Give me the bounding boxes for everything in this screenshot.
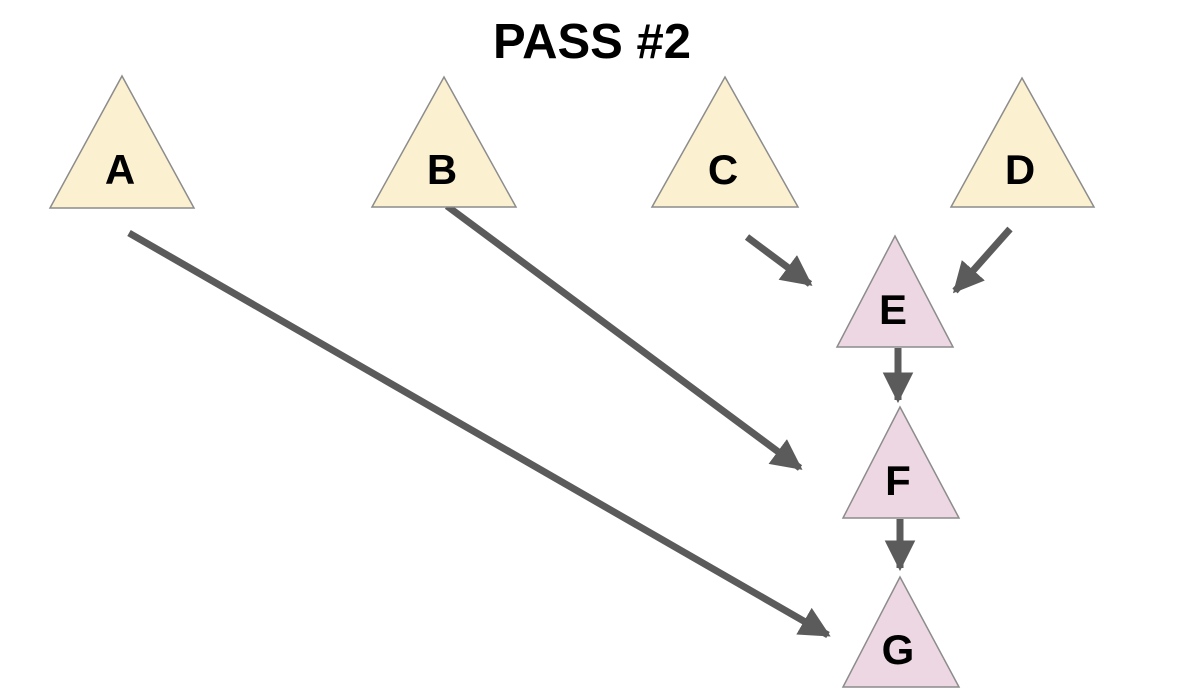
- arrow-A-to-G: [127, 229, 831, 639]
- node-B: B: [370, 75, 518, 208]
- node-G: G: [841, 575, 961, 688]
- triangle-G: [841, 575, 961, 688]
- node-label-B: B: [427, 146, 457, 193]
- arrow-B-to-F: [444, 203, 803, 471]
- node-label-D: D: [1005, 146, 1035, 193]
- diagram-title: PASS #2: [493, 15, 691, 69]
- node-label-F: F: [885, 457, 911, 504]
- triangle-D: [949, 76, 1096, 208]
- node-F: F: [841, 405, 961, 519]
- node-label-G: G: [882, 626, 915, 673]
- arrow-D-to-E: [952, 226, 1013, 294]
- node-label-C: C: [708, 146, 738, 193]
- node-C: C: [650, 75, 800, 208]
- triangle-B: [370, 75, 518, 208]
- node-A: A: [48, 74, 196, 209]
- triangle-C: [650, 75, 800, 208]
- node-label-E: E: [879, 286, 907, 333]
- arrow-C-to-E: [744, 234, 813, 287]
- triangle-E: [835, 234, 955, 348]
- triangle-F: [841, 405, 961, 519]
- triangle-A: [48, 74, 196, 209]
- node-D: D: [949, 76, 1096, 208]
- node-label-A: A: [105, 146, 135, 193]
- node-E: E: [835, 234, 955, 348]
